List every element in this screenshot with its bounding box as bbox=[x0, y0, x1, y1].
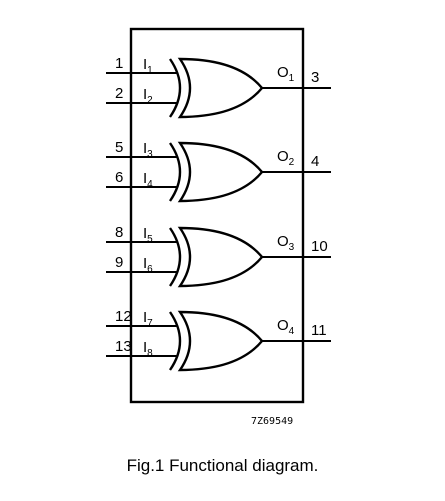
output-label-letter: O bbox=[277, 148, 289, 165]
input-label-letter: I bbox=[143, 225, 147, 242]
or-gate-body bbox=[177, 57, 264, 119]
figure-caption: Fig.1 Functional diagram. bbox=[126, 456, 319, 475]
xor-gate-1: 1 2 3 bbox=[106, 55, 331, 119]
pin-number: 10 bbox=[311, 238, 328, 255]
pin-number: 6 bbox=[115, 169, 123, 186]
xor-input-curve bbox=[169, 58, 182, 118]
input-label-index: 8 bbox=[147, 348, 153, 359]
output-label-letter: O bbox=[277, 64, 289, 81]
input-label-index: 2 bbox=[147, 95, 153, 106]
or-gate-body bbox=[177, 226, 264, 288]
output-label-letter: O bbox=[277, 317, 289, 334]
or-gate-body bbox=[177, 141, 264, 203]
ic-body-outline bbox=[129, 27, 305, 404]
input-label-letter: I bbox=[143, 56, 147, 73]
xor-input-curve bbox=[169, 227, 182, 287]
input-label: I8 bbox=[143, 339, 153, 359]
input-label: I3 bbox=[143, 140, 153, 160]
xor-input-curve bbox=[169, 142, 182, 202]
input-label-letter: I bbox=[143, 255, 147, 272]
output-label-letter: O bbox=[277, 233, 289, 250]
xor-gate-4: 12 13 11 bbox=[106, 308, 331, 372]
output-label-index: 3 bbox=[289, 242, 295, 253]
input-label-letter: I bbox=[143, 140, 147, 157]
pin-number: 4 bbox=[311, 153, 319, 170]
pin-number: 12 bbox=[115, 308, 132, 325]
or-gate-body bbox=[177, 310, 264, 372]
output-label: O1 bbox=[277, 64, 295, 84]
output-label-index: 4 bbox=[289, 326, 295, 337]
input-label: I4 bbox=[143, 170, 153, 190]
output-label: O4 bbox=[277, 317, 295, 337]
input-label-index: 1 bbox=[147, 65, 153, 76]
pin-number: 2 bbox=[115, 85, 123, 102]
input-label-index: 6 bbox=[147, 264, 153, 275]
input-label: I7 bbox=[143, 309, 153, 329]
pin-number: 11 bbox=[311, 322, 327, 339]
input-label-index: 7 bbox=[147, 318, 153, 329]
xor-input-curve bbox=[169, 311, 182, 371]
input-label-index: 5 bbox=[147, 234, 153, 245]
xor-gate-3: 8 9 10 bbox=[106, 224, 331, 288]
output-label: O2 bbox=[277, 148, 295, 168]
input-label-index: 4 bbox=[147, 179, 153, 190]
output-label-index: 1 bbox=[289, 73, 295, 84]
input-label-letter: I bbox=[143, 86, 147, 103]
input-label: I2 bbox=[143, 86, 153, 106]
pin-number: 8 bbox=[115, 224, 123, 241]
output-label-index: 2 bbox=[289, 157, 295, 168]
drawing-code: 7Z69549 bbox=[251, 416, 293, 427]
input-label: I5 bbox=[143, 225, 153, 245]
input-label-letter: I bbox=[143, 170, 147, 187]
input-label-index: 3 bbox=[147, 149, 153, 160]
pin-number: 1 bbox=[115, 55, 123, 72]
xor-gate-2: 5 6 4 bbox=[106, 139, 331, 203]
output-label: O3 bbox=[277, 233, 295, 253]
input-label: I1 bbox=[143, 56, 153, 76]
pin-number: 9 bbox=[115, 254, 123, 271]
input-label-letter: I bbox=[143, 339, 147, 356]
input-label-letter: I bbox=[143, 309, 147, 326]
pin-number: 5 bbox=[115, 139, 123, 156]
pin-number: 13 bbox=[115, 338, 132, 355]
pin-number: 3 bbox=[311, 69, 319, 86]
input-label: I6 bbox=[143, 255, 153, 275]
